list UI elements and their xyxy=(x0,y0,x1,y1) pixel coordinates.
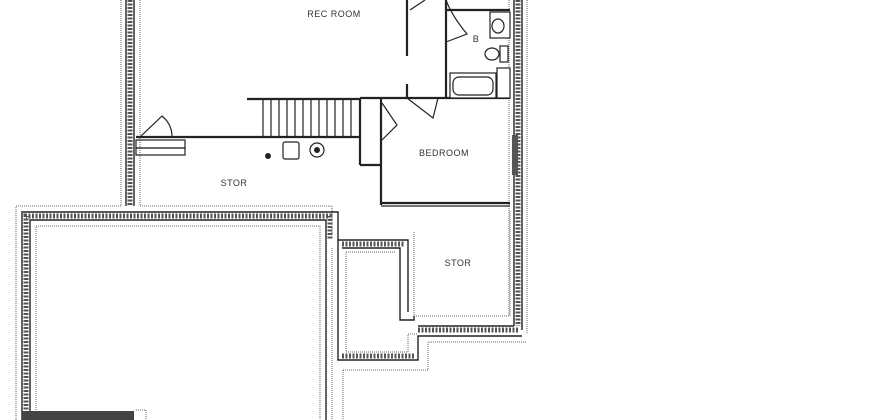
closet-door xyxy=(381,102,398,141)
hall-door xyxy=(406,97,439,120)
storage-door xyxy=(135,115,186,156)
stair-landing-wall xyxy=(136,96,510,139)
window xyxy=(512,135,518,175)
garage-foundation-wall xyxy=(15,205,339,420)
toilet-icon xyxy=(484,47,500,61)
water-heater-icon xyxy=(282,141,300,160)
sink-icon xyxy=(489,11,511,39)
mechanical-fixtures xyxy=(265,141,325,160)
right-stor-walls xyxy=(413,210,518,333)
room-label-stor-right: STOR xyxy=(445,258,472,268)
closet-block-walls xyxy=(331,239,527,420)
room-label-bedroom: BEDROOM xyxy=(419,148,469,158)
room-label-stor-left: STOR xyxy=(221,178,248,188)
room-label-rec-room: REC ROOM xyxy=(307,9,361,19)
rec-room-partition xyxy=(405,0,510,98)
bedroom-walls xyxy=(358,98,510,207)
upper-left-foundation-wall xyxy=(120,0,141,206)
bath-door xyxy=(445,0,468,43)
room-label-bath: B xyxy=(473,34,480,44)
floor-drain-icon xyxy=(265,153,271,159)
garage-step xyxy=(22,409,147,420)
upper-right-foundation-wall xyxy=(508,0,528,334)
staircase xyxy=(247,97,360,137)
bathroom-fixtures xyxy=(449,11,511,99)
